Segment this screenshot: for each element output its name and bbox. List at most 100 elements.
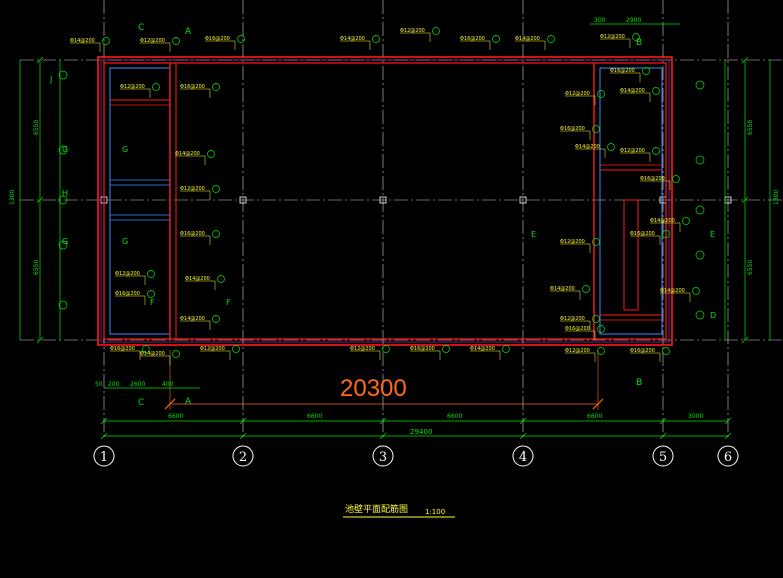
right-compartment	[599, 67, 663, 335]
pool-walls	[97, 56, 673, 346]
bottom-left-dim-4: 400	[162, 381, 174, 388]
rebar-circle-36	[502, 345, 510, 353]
left-row-circle-3	[58, 240, 68, 250]
axis-number-6: 6	[724, 450, 732, 465]
bottom-left-dim-2: 200	[108, 381, 120, 388]
right-dim-2: 6550	[747, 260, 754, 275]
rebar-circle-23	[212, 83, 220, 91]
span-dim-1: 6600	[168, 413, 183, 420]
grid-node-2	[379, 196, 387, 204]
rebar-text-2: Φ16@200	[205, 36, 230, 42]
total-tick-3	[519, 432, 527, 440]
rebar-text-18: Φ14@200	[550, 286, 575, 292]
rebar-circle-4	[432, 27, 440, 35]
rebar-text-1: Φ12@200	[140, 38, 165, 44]
axis-bubble-5	[652, 445, 674, 467]
overall-dimension: 20300	[340, 375, 407, 402]
grid-node-1	[239, 196, 247, 204]
rebar-text-17: Φ16@200	[630, 231, 655, 237]
section-mark-a1: A	[185, 27, 192, 37]
wall-center	[100, 59, 670, 343]
rebar-circle-33	[172, 350, 180, 358]
total-tick-4	[659, 432, 667, 440]
rebar-text-3: Φ14@200	[340, 36, 365, 42]
rebar-circle-30	[212, 315, 220, 323]
left-row-circle-1	[58, 145, 68, 155]
rebar-text-0: Φ14@200	[70, 38, 95, 44]
rebar-text-25: Φ12@200	[180, 186, 205, 192]
dimension-lines	[19, 23, 771, 440]
right-row-circle-2	[695, 205, 705, 215]
rebar-circle-16	[592, 238, 600, 246]
right-row-circle-0	[695, 80, 705, 90]
total-tick-0	[100, 432, 108, 440]
rebar-text-33: Φ14@200	[140, 351, 165, 357]
rebar-text-16: Φ12@200	[560, 239, 585, 245]
total-tick-2	[379, 432, 387, 440]
section-mark-b2: B	[636, 378, 642, 388]
section-mark-c1: C	[138, 23, 144, 33]
rebar-circle-8	[642, 67, 650, 75]
rebar-text-26: Φ16@200	[180, 231, 205, 237]
total-tick-5	[724, 432, 732, 440]
row-letter-f: F	[150, 298, 155, 307]
rebar-circle-34	[382, 345, 390, 353]
right-tick-0	[741, 56, 749, 64]
rebar-text-31: Φ12@200	[200, 346, 225, 352]
rebar-text-32: Φ16@200	[110, 346, 135, 352]
rebar-text-14: Φ16@200	[640, 176, 665, 182]
rebar-circle-14	[672, 175, 680, 183]
rebar-circle-1	[172, 37, 180, 45]
drawing-scale: 1:100	[425, 508, 445, 516]
rebar-circle-24	[207, 150, 215, 158]
bottom-left-dim-1: 50	[95, 381, 103, 388]
left-tick-1	[36, 196, 44, 204]
axis-bubble-6	[717, 445, 739, 467]
rebar-circle-17	[662, 230, 670, 238]
rebar-text-19: Φ12@200	[560, 316, 585, 322]
rebar-text-9: Φ14@200	[620, 88, 645, 94]
rebar-text-36: Φ14@200	[470, 346, 495, 352]
rebar-circle-0	[102, 37, 110, 45]
rebar-circle-35	[442, 345, 450, 353]
rebar-circle-27	[217, 275, 225, 283]
span-tick-0	[100, 417, 108, 425]
rebar-text-28: Φ12@200	[115, 271, 140, 277]
span-dim-3: 6600	[447, 413, 462, 420]
row-letter-g2: G	[62, 237, 68, 246]
section-mark-e: E	[531, 230, 536, 239]
axis-number-1: 1	[100, 450, 108, 465]
rebar-text-20: Φ16@200	[565, 326, 590, 332]
span-tick-1	[239, 417, 247, 425]
rebar-text-38: Φ16@200	[630, 348, 655, 354]
left-dim-3: 1300	[9, 190, 16, 205]
span-tick-5	[724, 417, 732, 425]
axis-number-4: 4	[519, 450, 527, 465]
rebar-circle-11	[592, 125, 600, 133]
rebar-circle-6	[547, 35, 555, 43]
right-row-circle-3	[695, 250, 705, 260]
rebar-circle-10	[597, 90, 605, 98]
rebar-circle-18	[582, 285, 590, 293]
rebar-circle-37	[597, 347, 605, 355]
drawing-title: 池壁平面配筋图	[345, 503, 408, 515]
rebar-circle-7	[632, 33, 640, 41]
span-tick-2	[379, 417, 387, 425]
rebar-text-37: Φ12@200	[565, 348, 590, 354]
left-row-circle-0	[58, 70, 68, 80]
rebar-circle-26	[212, 230, 220, 238]
rebar-text-11: Φ16@200	[560, 126, 585, 132]
left-dim-1: 6550	[33, 120, 40, 135]
rebar-text-22: Φ12@200	[120, 84, 145, 90]
top-dim-1: 300	[594, 17, 606, 24]
left-tick-0	[36, 56, 44, 64]
span-dim-4: 6600	[587, 413, 602, 420]
right-tick-2	[741, 336, 749, 344]
rebar-text-8: Φ16@200	[610, 68, 635, 74]
rebar-circle-31	[232, 345, 240, 353]
inner-wall	[103, 62, 667, 340]
right-dim-1: 6550	[747, 120, 754, 135]
rebar-circle-13	[652, 147, 660, 155]
